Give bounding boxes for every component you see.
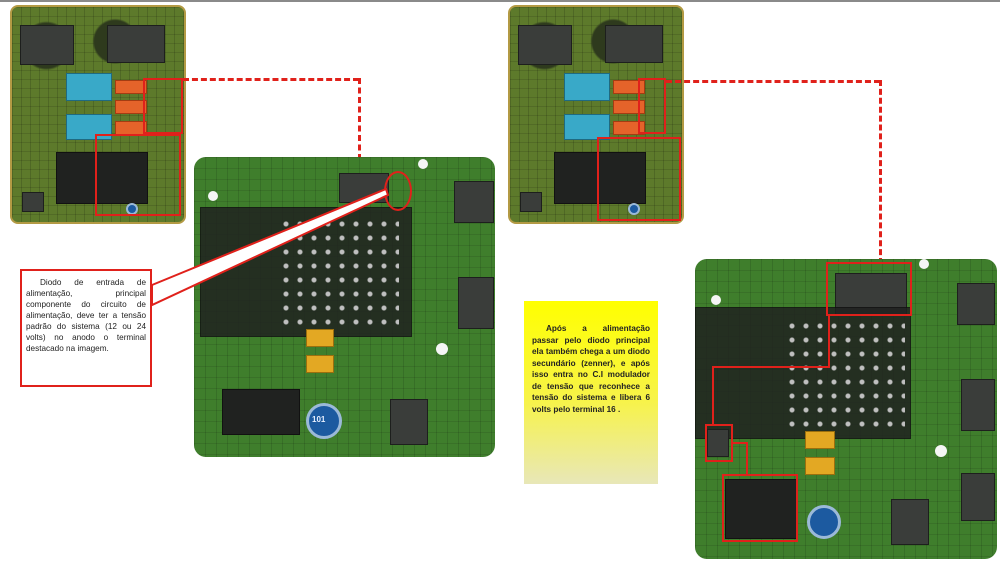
dashed-connector-right-v <box>879 80 882 264</box>
callout-input-diode: Diodo de entrada de alimentação, princip… <box>20 269 152 387</box>
highlight-box-module-left <box>95 134 181 216</box>
dashed-connector-left-v <box>358 78 361 160</box>
capacitor-marking: 101 <box>312 415 326 424</box>
highlight-box-zener-diode <box>705 424 733 462</box>
trace-line-5 <box>746 442 748 474</box>
dashed-connector-left-h <box>183 78 359 81</box>
callout-voltage-modulator: Após a alimentação passar pelo diodo pri… <box>524 301 658 484</box>
trace-line-3 <box>712 366 714 424</box>
highlight-box-module-right <box>597 137 681 221</box>
highlight-box-diode-area-right <box>638 78 666 134</box>
highlight-box-main-diode <box>826 262 912 316</box>
trace-line-2 <box>712 366 830 368</box>
top-divider <box>0 0 1000 2</box>
highlight-box-voltage-ic <box>722 474 798 542</box>
trace-line-4 <box>733 442 747 444</box>
callout-input-diode-text: Diodo de entrada de alimentação, princip… <box>26 278 146 353</box>
callout-voltage-modulator-text: Após a alimentação passar pelo diodo pri… <box>532 324 650 414</box>
pcb-overview-right <box>508 5 684 224</box>
trace-line-1 <box>828 316 830 368</box>
pcb-overview-left <box>10 5 186 224</box>
pcb-zoom-left: 101 <box>194 157 495 457</box>
highlight-box-diode-area-left <box>143 78 183 134</box>
pcb-zoom-right <box>695 259 997 559</box>
dashed-connector-right-h <box>666 80 880 83</box>
